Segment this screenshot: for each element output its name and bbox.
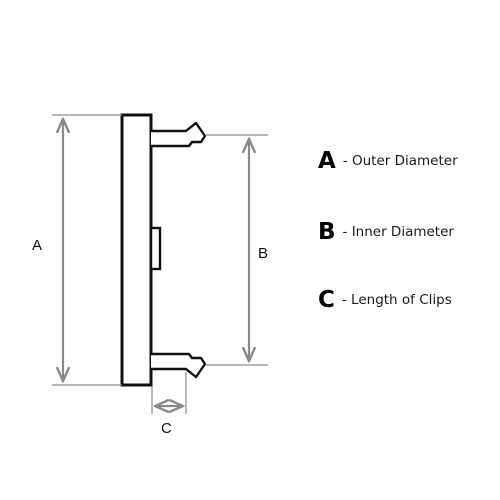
legend-letter: B (318, 219, 336, 245)
legend-item-a: A - Outer Diameter (318, 148, 500, 174)
legend-letter: A (318, 148, 336, 174)
dim-a-label: A (32, 237, 43, 254)
top-clip (151, 121, 207, 148)
center-tab (149, 226, 162, 271)
legend-description: - Inner Diameter (342, 224, 454, 240)
legend-description: - Outer Diameter (342, 153, 458, 169)
legend-description: - Length of Clips (341, 292, 452, 308)
legend-item-b: B - Inner Diameter (318, 219, 500, 245)
dim-b-label: B (258, 245, 269, 262)
bottom-clip (151, 352, 207, 379)
legend-letter: C (318, 287, 335, 313)
cap-plate (120, 113, 153, 387)
legend-item-c: C - Length of Clips (318, 287, 500, 313)
dim-c-label: C (161, 420, 172, 437)
